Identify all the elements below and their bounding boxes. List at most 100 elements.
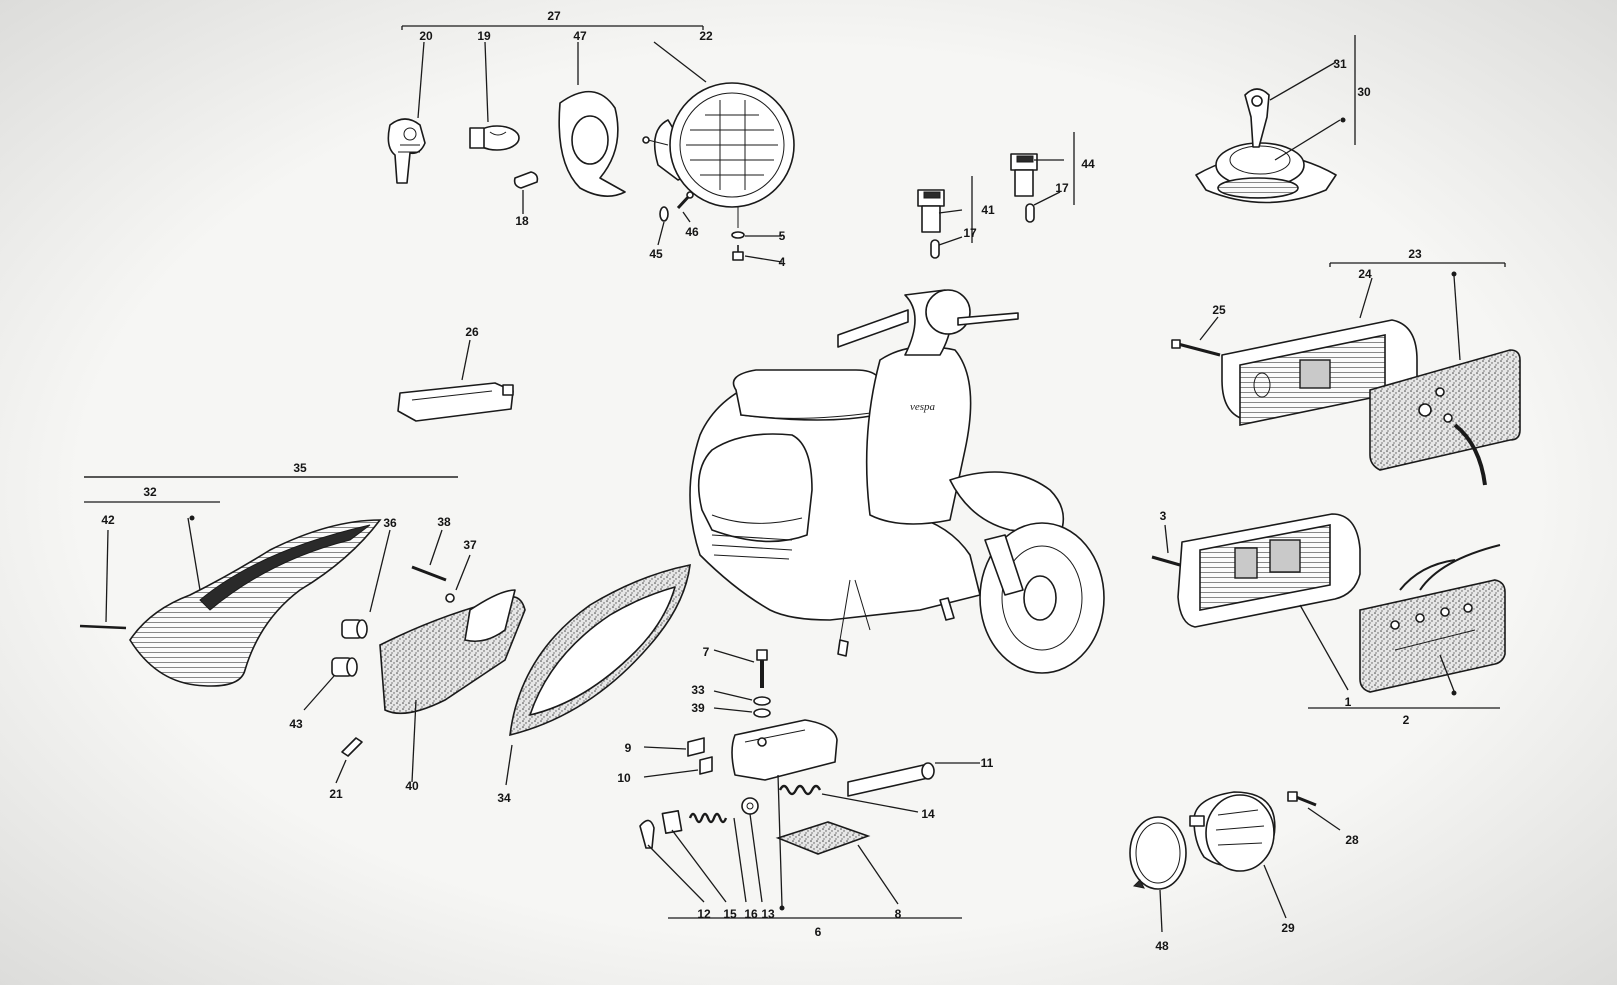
part-label-18: 18	[515, 214, 529, 228]
part-23-lamp-board	[1369, 349, 1521, 486]
part-label-23: 23	[1408, 247, 1422, 261]
part-1-lamp-lens	[1177, 513, 1361, 628]
part-label-7: 7	[703, 645, 710, 659]
ignition-switch-group	[1195, 35, 1356, 204]
part-42-screw	[79, 624, 127, 630]
electric-horn-group	[1129, 791, 1341, 933]
scooter-illustration: vespa	[689, 289, 1105, 674]
part-label-32: 32	[143, 485, 157, 499]
part-label-3: 3	[1160, 509, 1167, 523]
part-17-fuse-b	[1025, 203, 1035, 223]
part-label-28: 28	[1345, 833, 1359, 847]
part-14-spring	[778, 784, 822, 796]
part-5-nut	[731, 231, 745, 239]
part-label-46: 46	[685, 225, 699, 239]
part-15-spring	[688, 812, 728, 824]
part-label-21: 21	[329, 787, 343, 801]
part-32-horn-cover	[129, 519, 382, 687]
part-label-45: 45	[649, 247, 663, 261]
part-10-clip	[699, 756, 713, 775]
switch-group	[917, 132, 1075, 259]
part-41-switch	[917, 189, 945, 233]
part-48-gasket-ring	[1129, 816, 1187, 890]
part-label-8: 8	[895, 907, 902, 921]
part-33-washer	[753, 696, 771, 706]
part-39-washer	[753, 708, 771, 718]
part-11-pin	[847, 762, 935, 797]
part-44-switch	[1010, 153, 1038, 197]
part-label-22: 22	[699, 29, 713, 43]
part-label-4: 4	[779, 255, 786, 269]
headlamp-group	[387, 25, 795, 263]
part-13-horn-body	[731, 719, 838, 781]
part-label-16: 16	[744, 907, 758, 921]
part-label-41: 41	[981, 203, 995, 217]
part-label-1: 1	[1345, 695, 1352, 709]
part-2-lamp-board	[1359, 544, 1506, 693]
part-30-ignition-switch	[1195, 142, 1337, 204]
part-36-bush	[341, 619, 368, 639]
part-38-screw	[411, 565, 447, 582]
part-26-flat-component	[397, 382, 514, 422]
part-28-screw	[1287, 791, 1317, 807]
part-37-washer	[445, 593, 455, 603]
vespa-brand-text: vespa	[910, 401, 936, 413]
part-label-31: 31	[1333, 57, 1347, 71]
front-cowl-group	[79, 476, 691, 786]
part-label-29: 29	[1281, 921, 1295, 935]
part-label-17: 17	[963, 226, 977, 240]
part-9-clip	[687, 737, 705, 757]
part-4-screw	[732, 245, 744, 261]
part-label-26: 26	[465, 325, 479, 339]
part-34-trim-ring	[509, 563, 691, 737]
part-label-34: 34	[497, 791, 511, 805]
part-label-42: 42	[101, 513, 115, 527]
part-label-44: 44	[1081, 157, 1095, 171]
part-label-14: 14	[921, 807, 935, 821]
part-16-washer	[741, 797, 759, 815]
part-8-gasket	[775, 821, 871, 855]
part-label-27: 27	[547, 9, 561, 23]
part-45-washer	[659, 206, 669, 222]
part-label-39: 39	[691, 701, 705, 715]
part-label-6: 6	[815, 925, 822, 939]
rear-light-lower-group	[1151, 513, 1506, 709]
part-label-11: 11	[981, 756, 994, 770]
part-label-48: 48	[1155, 939, 1169, 953]
part-label-9: 9	[625, 741, 632, 755]
part-label-10: 10	[617, 771, 631, 785]
part-29-horn	[1189, 791, 1276, 872]
part-label-2: 2	[1403, 713, 1410, 727]
part-12-clip	[639, 819, 655, 849]
part-label-38: 38	[437, 515, 451, 529]
part-label-5: 5	[779, 229, 786, 243]
part-22-headlamp	[642, 82, 795, 208]
rear-light-upper-group	[1171, 262, 1521, 486]
part-label-37: 37	[463, 538, 477, 552]
part-19-bulb	[469, 125, 520, 151]
part-label-20: 20	[419, 29, 433, 43]
part-7-screw	[756, 649, 768, 688]
part-label-17: 17	[1055, 181, 1069, 195]
part-25-screw	[1171, 339, 1221, 357]
part-label-43: 43	[289, 717, 303, 731]
part-label-40: 40	[405, 779, 419, 793]
part-3-screw	[1151, 555, 1181, 567]
horn-group	[639, 649, 980, 919]
part-label-12: 12	[697, 907, 711, 921]
part-31-key	[1244, 88, 1270, 148]
part-label-47: 47	[573, 29, 587, 43]
part-21-clip	[341, 737, 363, 757]
part-17-fuse-a	[930, 239, 940, 259]
part-43-bush	[331, 657, 358, 677]
part-label-25: 25	[1212, 303, 1226, 317]
part-label-13: 13	[761, 907, 775, 921]
part-46-screw	[676, 191, 694, 210]
part-18-small-bulb	[513, 171, 539, 189]
part-20-bulb-holder	[387, 118, 426, 184]
part-label-33: 33	[691, 683, 705, 697]
part-label-30: 30	[1357, 85, 1371, 99]
